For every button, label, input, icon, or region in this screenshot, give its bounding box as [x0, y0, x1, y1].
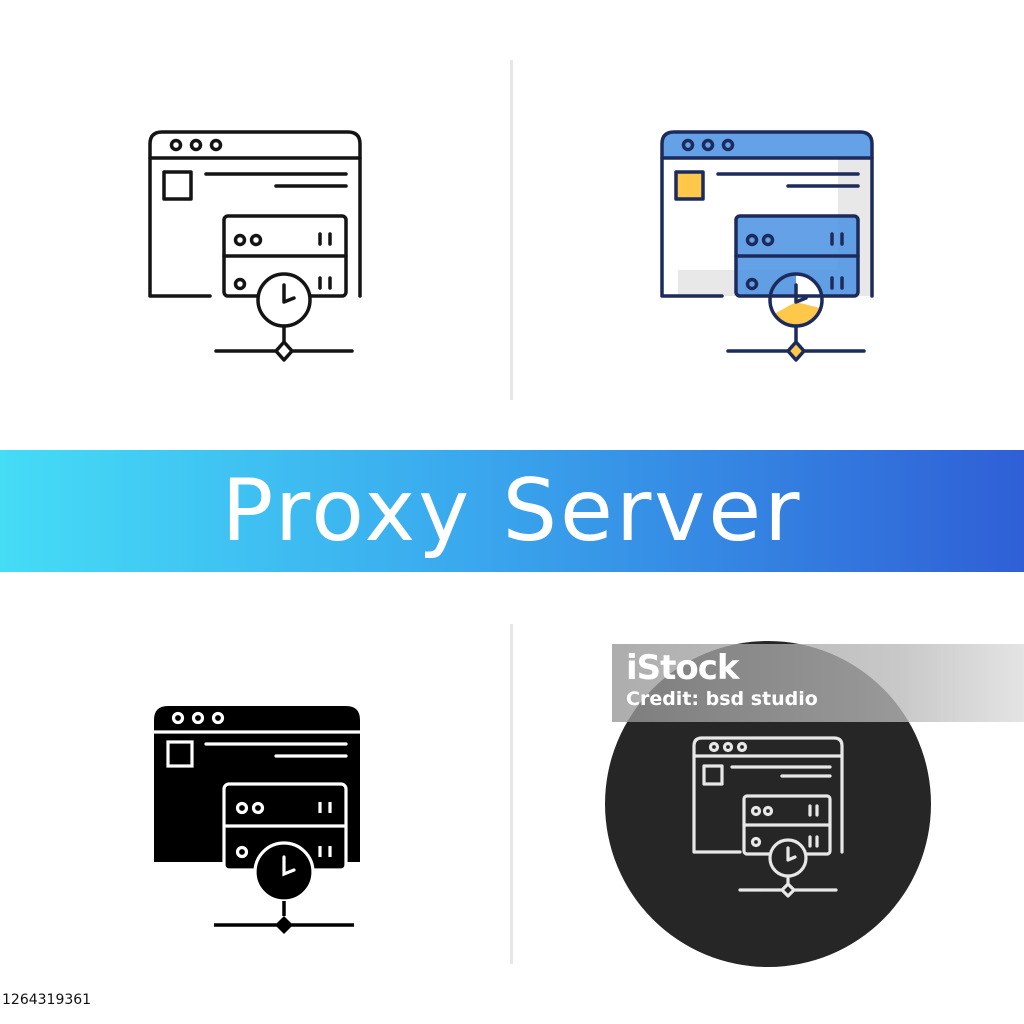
- stock-image-id: 1264319361: [2, 992, 92, 1008]
- proxy-server-linear-icon: [148, 130, 362, 362]
- watermark-overlay: iStock Credit: bsd studio: [612, 644, 1024, 722]
- title-banner: Proxy Server: [0, 450, 1024, 572]
- bottom-divider: [510, 624, 513, 964]
- proxy-server-chalk-icon: [605, 641, 931, 967]
- watermark-brand: iStock: [626, 648, 740, 688]
- proxy-server-glyph-icon: [154, 706, 360, 934]
- watermark-credit: Credit: bsd studio: [626, 688, 818, 710]
- banner-title: Proxy Server: [221, 461, 803, 561]
- proxy-server-color-icon: [660, 130, 874, 362]
- top-divider: [510, 60, 513, 400]
